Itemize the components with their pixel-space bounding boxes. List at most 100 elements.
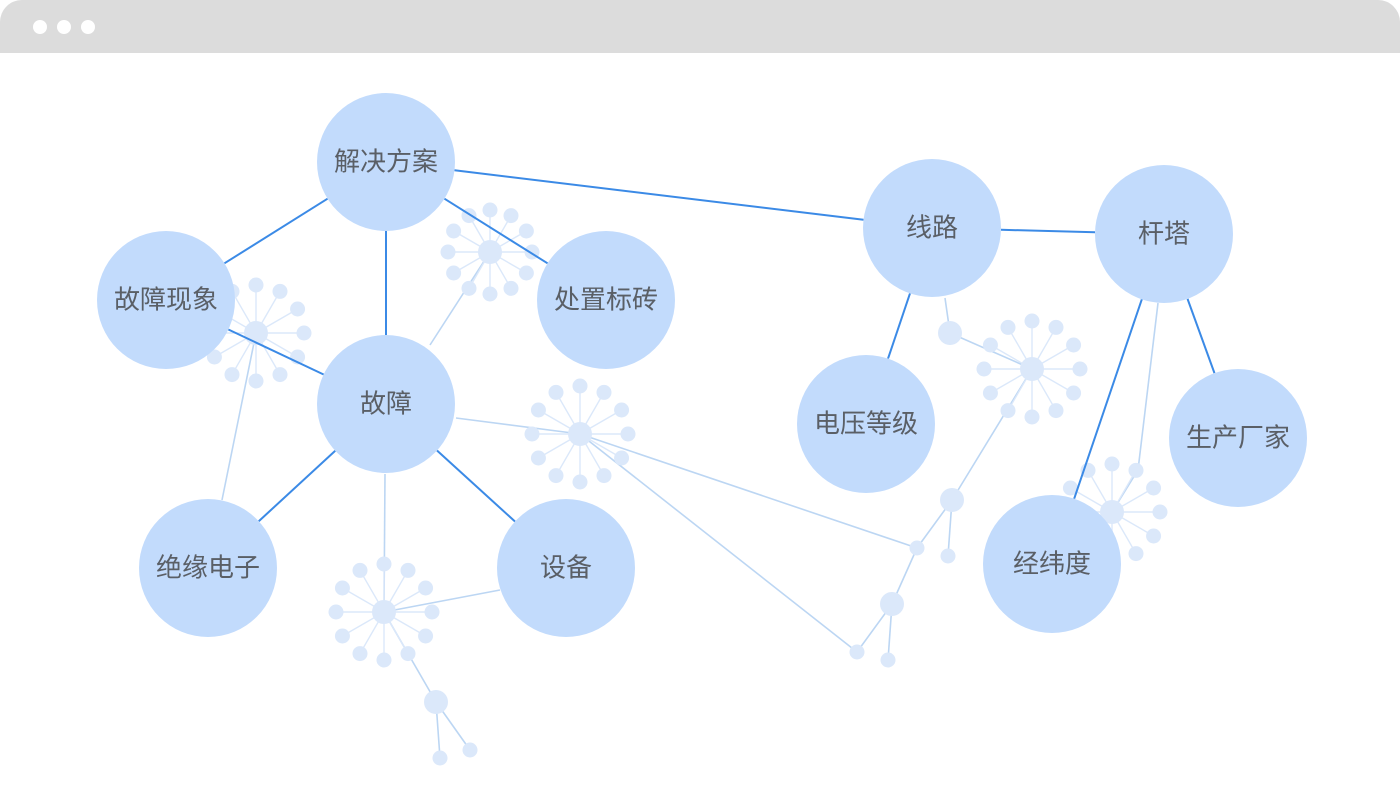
leaf-dot	[1128, 546, 1144, 562]
leaf-dot	[1072, 361, 1088, 377]
node-shengchan[interactable]: 生产厂家	[1169, 369, 1307, 507]
node-label: 解决方案	[334, 148, 438, 178]
leaf-dot	[352, 646, 368, 662]
leaf-dot	[982, 385, 998, 401]
leaf-dot	[272, 283, 288, 299]
leaf-dot	[376, 652, 392, 668]
leaf-dot	[462, 742, 478, 758]
leaf-dot	[909, 540, 925, 556]
leaf-hub	[568, 422, 592, 446]
leaf-hub	[372, 600, 396, 624]
leaf-dot	[620, 426, 636, 442]
edge-guzhang-shebei	[436, 449, 516, 523]
window-dot[interactable]	[33, 20, 47, 34]
edge-guzhangxx-guzhang	[227, 328, 325, 376]
leaf-dot	[1146, 528, 1162, 544]
leaf-dot	[1024, 409, 1040, 425]
leaf-dot	[1066, 337, 1082, 353]
main-edges-layer	[223, 169, 1216, 523]
leaf-dot	[1066, 385, 1082, 401]
leaf-dot	[548, 384, 564, 400]
leaf-dot	[982, 337, 998, 353]
leaf-dot	[572, 378, 588, 394]
leaf-dot	[503, 208, 519, 224]
leaf-dot	[503, 280, 519, 296]
leaf-dot	[976, 361, 992, 377]
leaf-hub	[1020, 357, 1044, 381]
leaf-dot	[461, 280, 477, 296]
leaf-dot	[548, 468, 564, 484]
node-chuzhi[interactable]: 处置标砖	[537, 231, 675, 369]
node-jingwei[interactable]: 经纬度	[983, 495, 1121, 633]
leaf-dot	[248, 373, 264, 389]
node-label: 故障现象	[114, 286, 218, 316]
knowledge-graph-canvas: 解决方案故障现象 处置标砖故障绝缘电子 设备 线路 杆塔电压等级 生产厂家经纬度	[0, 53, 1400, 800]
leaf-cluster	[524, 378, 636, 490]
leaf-dot	[248, 277, 264, 293]
faint-edge	[383, 589, 501, 613]
edge-jiejue-guzhangxx	[223, 197, 329, 265]
node-guzhangxx[interactable]: 故障现象	[97, 231, 235, 369]
leaf-dot	[1000, 403, 1016, 419]
leaf-hub	[244, 321, 268, 345]
node-circle	[797, 355, 935, 493]
window-dot[interactable]	[57, 20, 71, 34]
node-label: 线路	[906, 214, 958, 244]
leaf-dot	[1146, 480, 1162, 496]
node-guzhang[interactable]: 故障	[317, 335, 455, 473]
leaf-dot	[518, 223, 534, 239]
node-xianlu[interactable]: 线路	[863, 159, 1001, 297]
node-dianya[interactable]: 电压等级	[797, 355, 935, 493]
edge-jiejue-xianlu	[454, 169, 864, 221]
leaf-dot	[1152, 504, 1168, 520]
faint-edge	[579, 433, 918, 549]
leaf-dot	[432, 750, 448, 766]
leaf-dot	[940, 548, 956, 564]
leaf-dot	[418, 628, 434, 644]
leaf-dot	[334, 580, 350, 596]
node-label: 生产厂家	[1186, 424, 1290, 454]
leaf-dot	[940, 488, 964, 512]
edge-jiejue-chuzhi	[443, 197, 549, 265]
leaf-dot	[446, 265, 462, 281]
node-label: 设备	[540, 554, 592, 584]
node-circle	[317, 93, 455, 231]
leaf-dot	[400, 646, 416, 662]
leaf-dot	[614, 450, 630, 466]
node-jiejue[interactable]: 解决方案	[317, 93, 455, 231]
window-titlebar	[0, 0, 1400, 53]
node-label: 故障	[360, 390, 412, 420]
node-ganta[interactable]: 杆塔	[1095, 165, 1233, 303]
node-jueyuan[interactable]: 绝缘电子	[139, 499, 277, 637]
node-circle	[139, 499, 277, 637]
leaf-dot	[530, 402, 546, 418]
leaf-dot	[334, 628, 350, 644]
node-circle	[863, 159, 1001, 297]
faint-edge	[579, 433, 858, 653]
node-circle	[317, 335, 455, 473]
leaf-dot	[328, 604, 344, 620]
faint-edge	[455, 417, 581, 435]
node-shebei[interactable]: 设备	[497, 499, 635, 637]
leaf-hub	[1100, 500, 1124, 524]
edge-xianlu-dianya	[887, 293, 911, 359]
node-label: 电压等级	[814, 410, 918, 440]
node-label: 绝缘电子	[156, 554, 260, 584]
leaf-dot	[614, 402, 630, 418]
leaf-dot	[290, 301, 306, 317]
leaf-dot	[272, 367, 288, 383]
node-label: 杆塔	[1138, 220, 1190, 250]
window-dot[interactable]	[81, 20, 95, 34]
leaf-dot	[352, 562, 368, 578]
node-circle	[1095, 165, 1233, 303]
leaf-dot	[524, 426, 540, 442]
node-circle	[983, 495, 1121, 633]
leaf-dot	[224, 367, 240, 383]
leaf-dot	[1048, 319, 1064, 335]
leaf-dot	[1000, 319, 1016, 335]
leaf-dot	[376, 556, 392, 572]
faint-edge	[221, 332, 257, 501]
leaf-clusters-layer	[200, 202, 1168, 766]
leaf-dot	[530, 450, 546, 466]
